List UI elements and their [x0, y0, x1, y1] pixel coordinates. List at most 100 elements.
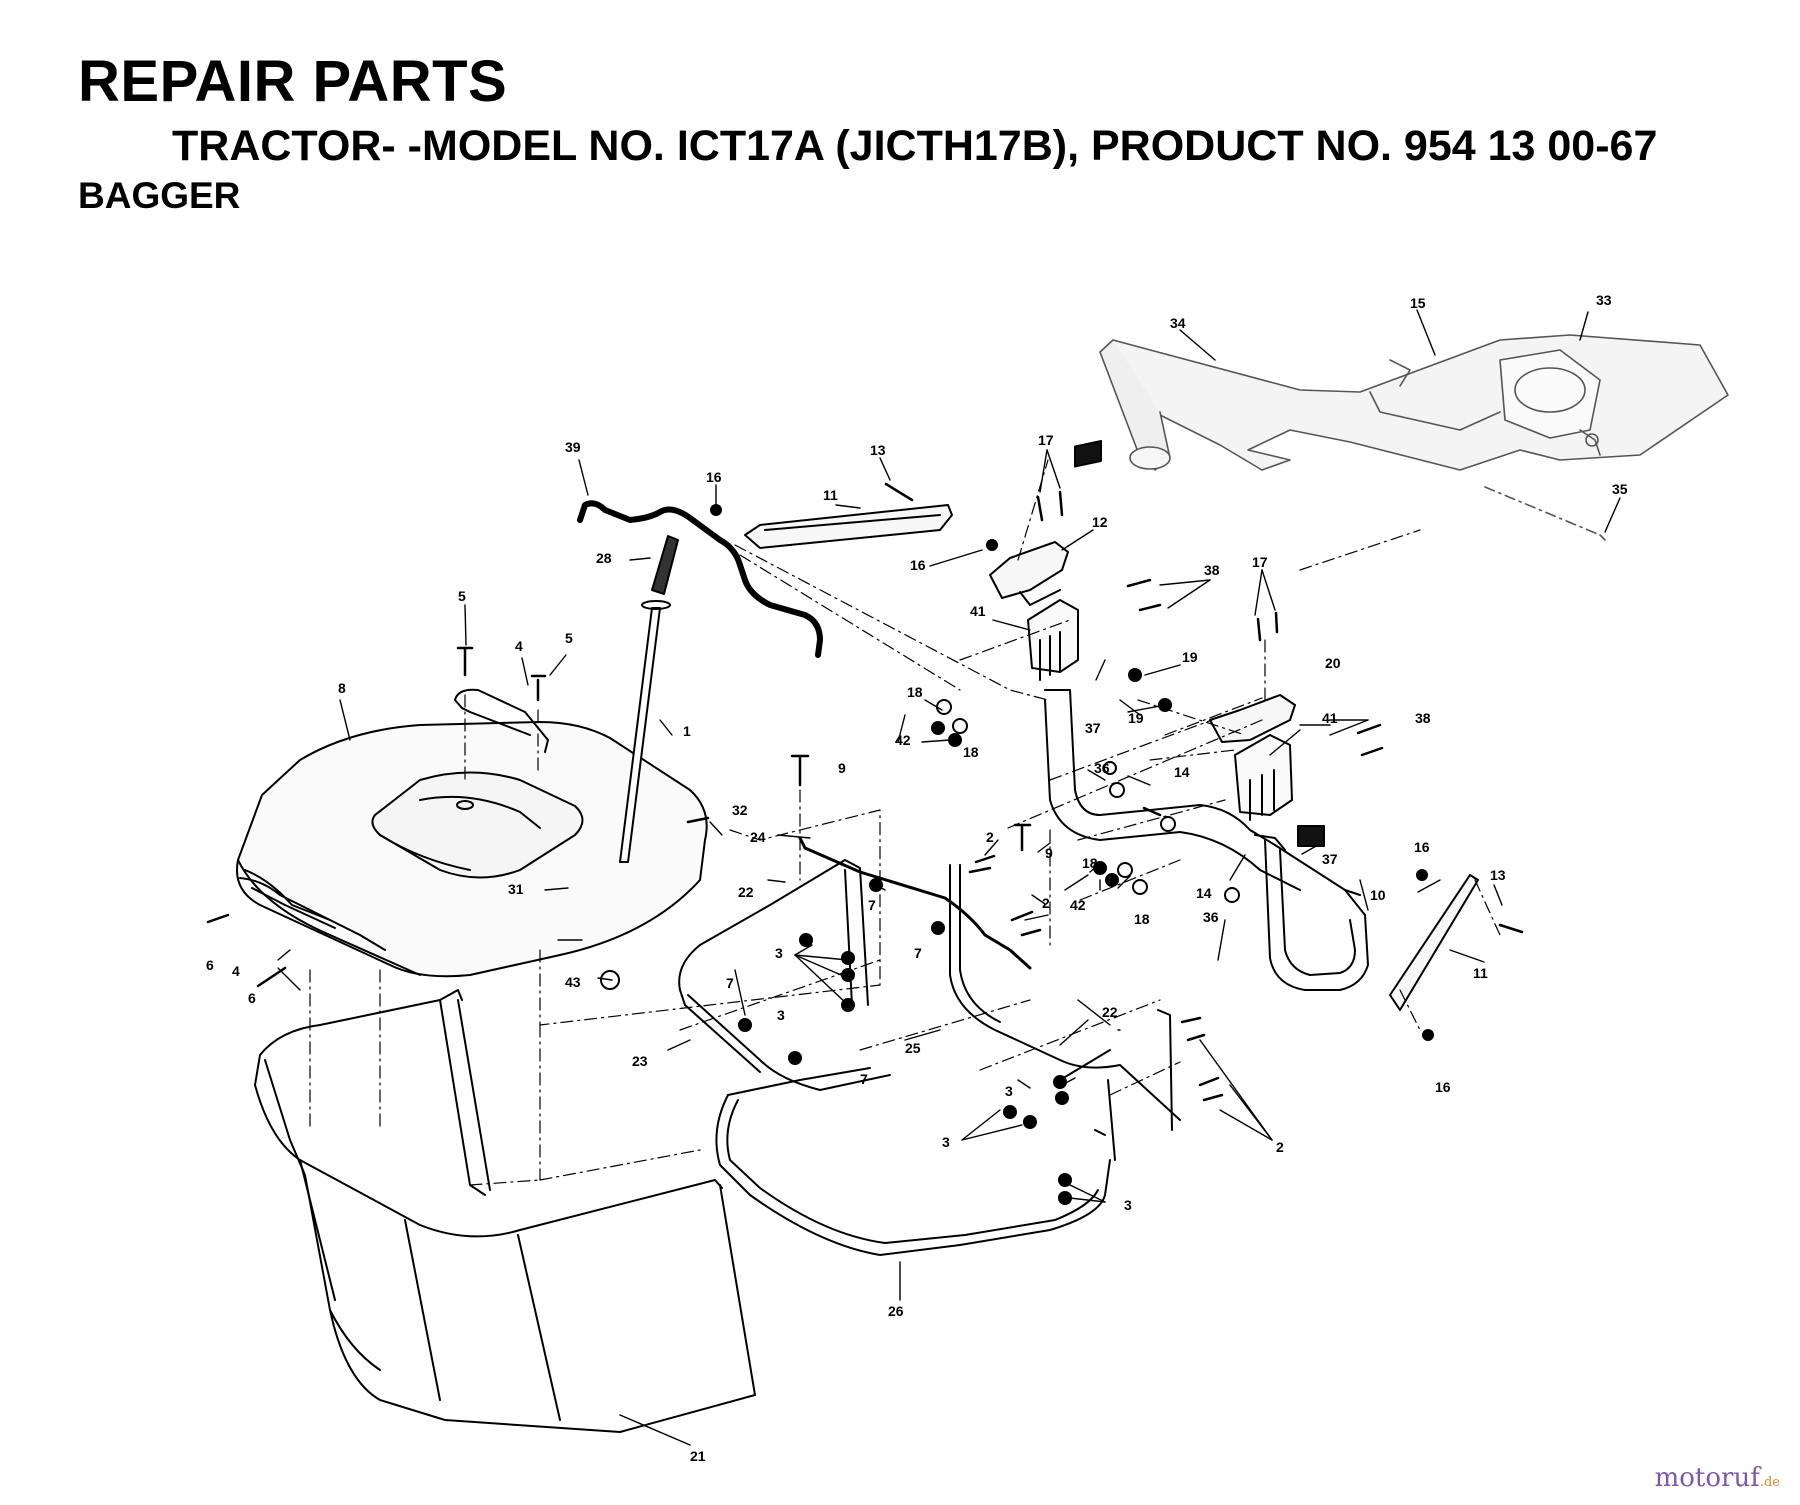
callout-7: 7	[726, 975, 734, 991]
callout-2: 2	[986, 829, 994, 845]
frame-25-drawing	[949, 864, 1181, 1161]
callout-11: 11	[1473, 965, 1488, 981]
callout-41: 41	[1322, 710, 1338, 726]
callout-22: 22	[738, 884, 754, 900]
section-label: BAGGER	[78, 175, 241, 216]
lift-lever-drawing	[619, 535, 679, 863]
callout-4: 4	[515, 638, 523, 654]
callout-36: 36	[1094, 760, 1110, 776]
callout-14: 14	[1196, 885, 1212, 901]
hinge-bracket-left-drawing	[1027, 599, 1079, 681]
callout-6: 6	[206, 957, 214, 973]
callout-24: 24	[750, 829, 766, 845]
callout-37: 37	[1322, 851, 1338, 867]
watermark-logo: motoruf.de	[1655, 1463, 1780, 1493]
callout-20: 20	[1325, 655, 1341, 671]
callout-16: 16	[910, 557, 926, 573]
callout-9: 9	[838, 760, 846, 776]
callout-33: 33	[1596, 292, 1612, 308]
block-37-lower-drawing	[1297, 825, 1325, 847]
rod-24-drawing	[798, 836, 1032, 970]
callout-38: 38	[1415, 710, 1431, 726]
callout-17: 17	[1252, 554, 1268, 570]
callout-3: 3	[777, 1007, 785, 1023]
callout-13: 13	[870, 442, 886, 458]
callout-22: 22	[1102, 1004, 1118, 1020]
callout-17: 17	[1038, 432, 1054, 448]
callout-26: 26	[888, 1303, 904, 1319]
callout-11: 11	[823, 487, 838, 503]
bracket-12-drawing	[989, 541, 1069, 606]
callout-43: 43	[565, 974, 581, 990]
callout-9: 9	[1045, 845, 1053, 861]
bag-frame-drawing	[254, 989, 756, 1433]
callout-15: 15	[1410, 295, 1426, 311]
callout-3: 3	[1124, 1197, 1132, 1213]
callout-21: 21	[690, 1448, 706, 1464]
callout-37: 37	[1085, 720, 1101, 736]
callout-10: 10	[1370, 887, 1386, 903]
model-subtitle: TRACTOR- -MODEL NO. ICT17A (JICTH17B), P…	[172, 122, 1658, 170]
callout-39: 39	[565, 439, 581, 455]
callout-18: 18	[1082, 855, 1098, 871]
callout-18: 18	[963, 744, 979, 760]
callout-18: 18	[1134, 911, 1150, 927]
callout-28: 28	[596, 550, 612, 566]
callout-7: 7	[860, 1071, 868, 1087]
callout-35: 35	[1612, 481, 1628, 497]
hopper-frame-10-drawing	[1044, 689, 1369, 991]
callout-2: 2	[1042, 895, 1050, 911]
callout-12: 12	[1092, 514, 1108, 530]
bracket-11-lower-drawing	[1389, 874, 1479, 1011]
callout-18: 18	[907, 684, 923, 700]
callout-1: 1	[683, 723, 691, 739]
callout-6: 6	[248, 990, 256, 1006]
callout-3: 3	[1005, 1083, 1013, 1099]
cover-handle-drawing	[454, 688, 549, 753]
bracket-20-drawing	[1209, 694, 1296, 743]
callout-19: 19	[1182, 649, 1198, 665]
callout-42: 42	[895, 732, 911, 748]
callout-32: 32	[732, 802, 748, 818]
cover-latch-drawing	[239, 877, 386, 951]
frame-26-drawing	[715, 1067, 1111, 1256]
curved-rod-drawing	[577, 500, 823, 658]
callout-14: 14	[1174, 764, 1190, 780]
callout-7: 7	[868, 897, 876, 913]
washers-drawing	[600, 699, 1240, 990]
assembly-guide-lines	[309, 459, 1501, 1186]
callout-25: 25	[905, 1040, 921, 1056]
callout-34: 34	[1170, 315, 1186, 331]
frame-23-drawing	[678, 859, 891, 1091]
watermark-main: motoruf	[1654, 1463, 1760, 1493]
bracket-11-upper-drawing	[744, 504, 953, 549]
hitch-assembly-drawing	[1099, 334, 1729, 541]
page-title: REPAIR PARTS	[78, 49, 508, 114]
hinge-bracket-right-drawing	[1234, 734, 1293, 821]
callout-13: 13	[1490, 867, 1506, 883]
callout-31: 31	[508, 881, 524, 897]
callout-23: 23	[632, 1053, 648, 1069]
watermark-suffix: .de	[1759, 1475, 1780, 1490]
callout-4: 4	[232, 963, 240, 979]
callout-labels: 34 15 33 35 39 16 11 13 17 28 16 12 38 4…	[206, 292, 1628, 1464]
callout-16: 16	[706, 469, 722, 485]
callout-42: 42	[1070, 897, 1086, 913]
bagger-cover-drawing	[236, 721, 708, 978]
callout-36: 36	[1203, 909, 1219, 925]
callout-5: 5	[458, 588, 466, 604]
callout-3: 3	[775, 945, 783, 961]
callout-38: 38	[1204, 562, 1220, 578]
callout-7: 7	[914, 945, 922, 961]
callout-16: 16	[1414, 839, 1430, 855]
callout-3: 3	[942, 1134, 950, 1150]
callout-5: 5	[565, 630, 573, 646]
callout-8: 8	[338, 680, 346, 696]
callout-16: 16	[1435, 1079, 1451, 1095]
callout-19: 19	[1128, 710, 1144, 726]
callout-41: 41	[970, 603, 986, 619]
block-37-upper-drawing	[1074, 439, 1102, 468]
callout-leader-lines	[277, 309, 1621, 1446]
